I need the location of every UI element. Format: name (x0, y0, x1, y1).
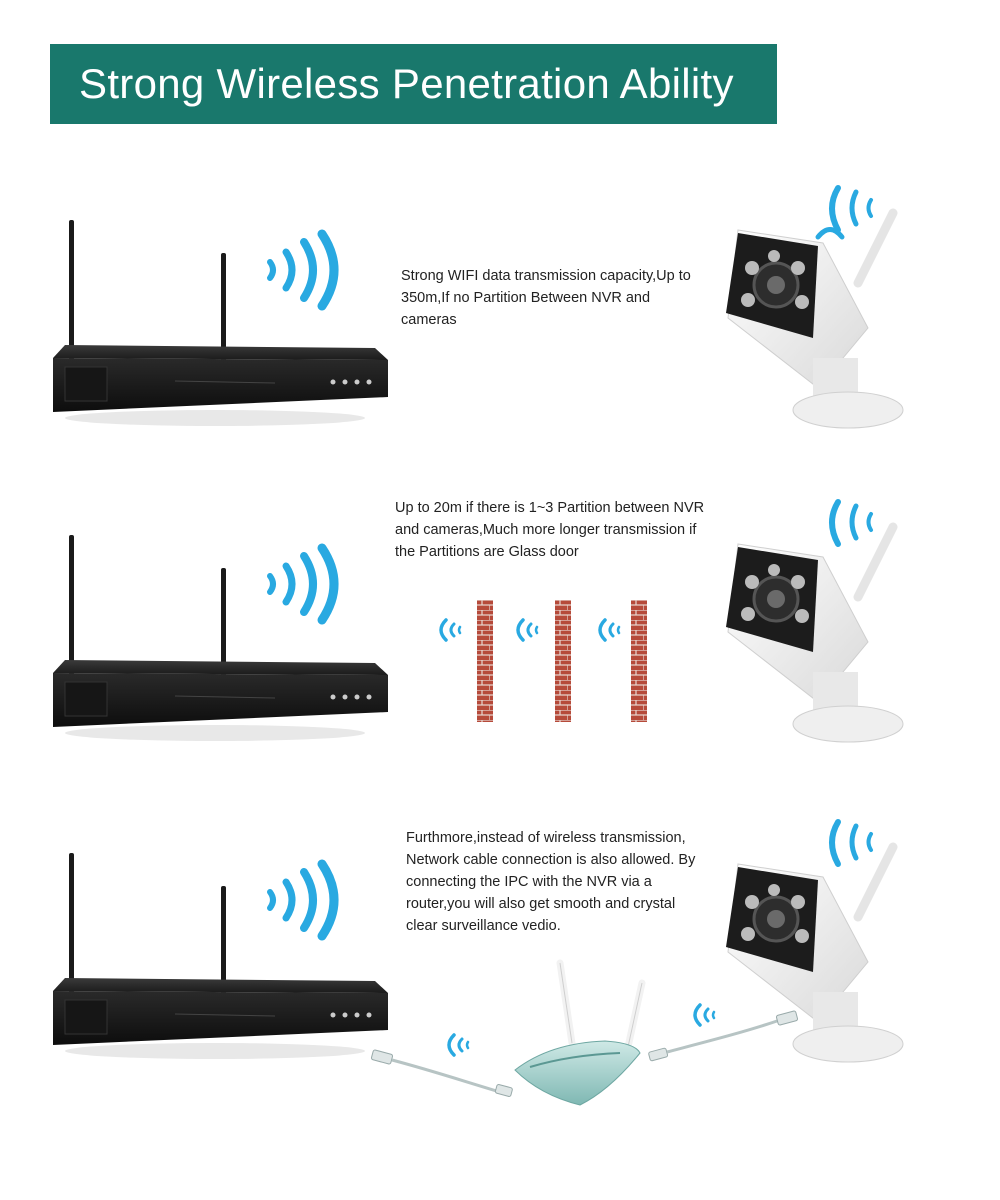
section-1-description: Strong WIFI data transmission capacity,U… (401, 268, 691, 328)
section-2-description: Up to 20m if there is 1~3 Partition betw… (395, 500, 705, 560)
brick-wall-icon (477, 600, 493, 722)
title-banner: Strong Wireless Penetration Ability (50, 44, 777, 124)
wifi-signal-icon (267, 859, 339, 941)
network-cable (648, 1010, 799, 1062)
wifi-signal-icon (439, 618, 462, 642)
section-1: Strong WIFI data transmission capacity,U… (0, 0, 1000, 450)
nvr-recorder (53, 853, 388, 1059)
wifi-signal-icon (516, 618, 539, 642)
wifi-signal-icon (267, 229, 339, 311)
bullet-camera (726, 499, 904, 743)
bullet-camera (726, 819, 904, 1063)
page-title: Strong Wireless Penetration Ability (79, 60, 734, 107)
wifi-signal-icon (693, 1003, 716, 1027)
wifi-signal-icon (267, 543, 339, 625)
brick-wall-icon (631, 600, 647, 722)
nvr-recorder (53, 220, 388, 426)
wifi-signal-icon (598, 618, 621, 642)
network-cable (370, 1049, 513, 1097)
section-3-description: Furthmore,instead of wireless transmissi… (406, 830, 696, 934)
brick-wall-icon (555, 600, 571, 722)
wifi-router (514, 959, 646, 1106)
wifi-signal-icon (447, 1033, 470, 1057)
bullet-camera (726, 185, 904, 429)
nvr-recorder (53, 535, 388, 741)
section-2: Up to 20m if there is 1~3 Partition betw… (53, 499, 904, 743)
